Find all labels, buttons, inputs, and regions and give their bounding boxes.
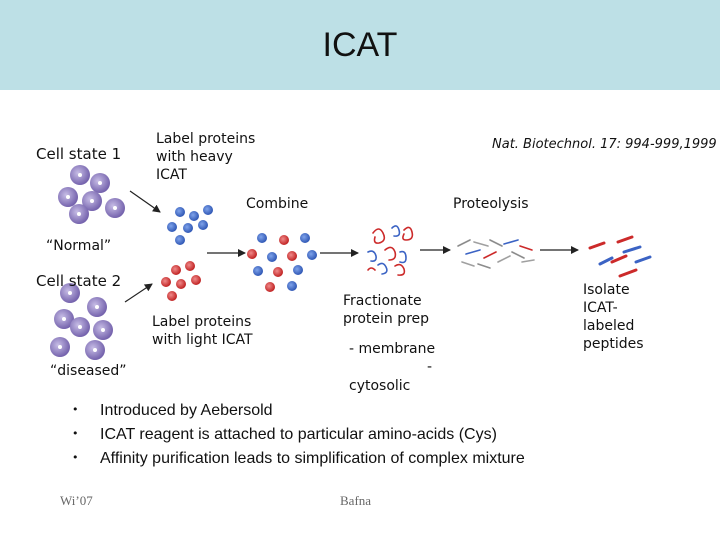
cell-state-1-label: Cell state 1 xyxy=(36,145,122,163)
arrow-label-light xyxy=(124,283,153,303)
diseased-label: “diseased” xyxy=(50,363,127,379)
bullet-dot: • xyxy=(72,451,79,464)
bullet-text: Introduced by Aebersold xyxy=(100,402,273,419)
label-heavy-text: Label proteins with heavy ICAT xyxy=(156,131,256,183)
label-light-text: Label proteins with light ICAT xyxy=(152,314,253,348)
proteolysis-label: Proteolysis xyxy=(453,196,529,212)
citation: Nat. Biotechnol. 17: 994-999,1999 xyxy=(492,137,717,152)
light-labeled-proteins xyxy=(161,261,201,301)
fractionate-label: Fractionate protein prep xyxy=(343,293,430,327)
slide-title: ICAT xyxy=(322,26,398,64)
combine-label: Combine xyxy=(246,196,309,212)
isolate-label: Isolate ICAT- labeled peptides xyxy=(583,282,644,352)
footer-center: Bafna xyxy=(340,493,372,508)
cell-cluster-diseased xyxy=(50,283,113,360)
title-bar xyxy=(0,0,720,90)
peptide-fragments xyxy=(457,239,535,269)
arrow-label-heavy xyxy=(129,190,161,213)
footer-left: Wi’07 xyxy=(60,493,93,508)
bullet-dot: • xyxy=(72,427,79,440)
normal-label: “Normal” xyxy=(46,238,112,254)
unfolded-proteins xyxy=(367,225,414,276)
cytosolic-label: cytosolic xyxy=(349,378,411,394)
bullet-text: ICAT reagent is attached to particular a… xyxy=(100,426,497,443)
cell-cluster-normal xyxy=(58,165,125,224)
isolated-peptides xyxy=(588,235,652,278)
heavy-labeled-proteins xyxy=(167,205,213,245)
bullet-dot: • xyxy=(72,403,79,416)
bullet-text: Affinity purification leads to simplific… xyxy=(100,450,525,467)
dash-label: - xyxy=(427,359,433,375)
membrane-label: - membrane xyxy=(349,341,436,357)
combined-mixture xyxy=(247,233,317,292)
cell-state-2-label: Cell state 2 xyxy=(36,272,122,290)
